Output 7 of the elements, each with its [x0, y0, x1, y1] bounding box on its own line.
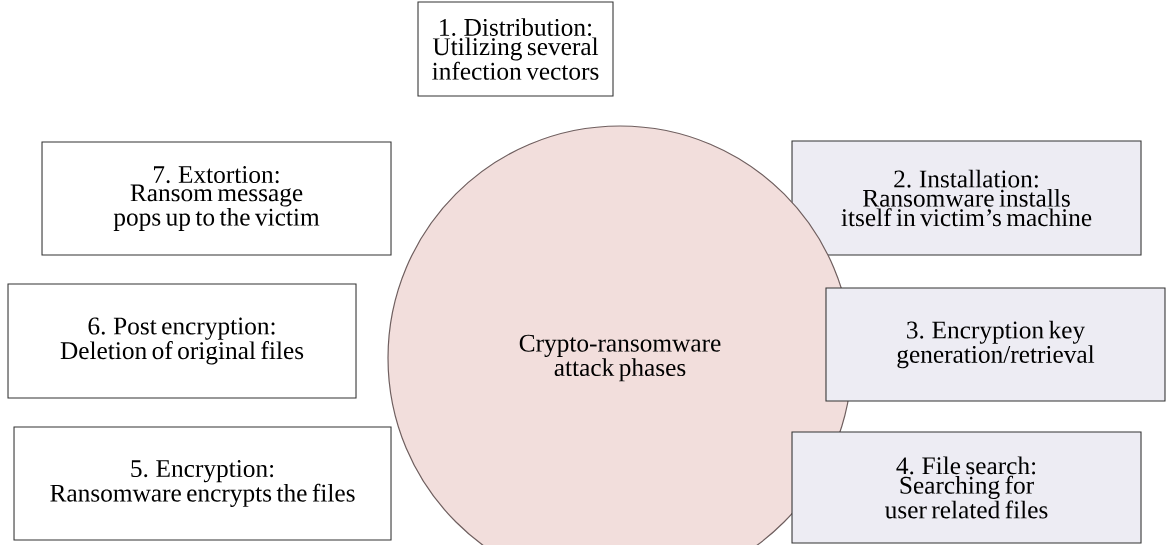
phase-box: 1. Distribution: Utilizing several infection vectors: [417, 1, 614, 97]
phase-box: 5. Encryption: Ransomware encrypts the files: [13, 426, 392, 541]
phase-box: 3. Encryption key generation/retrieval: [825, 287, 1166, 402]
phase-box: 4. File search: Searching for user related files: [791, 431, 1142, 544]
phase-box: 2. Installation: Ransomware installs itself in victim’s machine: [791, 140, 1142, 256]
phase-box: 7. Extortion: Ransom message pops up to the victim: [41, 141, 392, 256]
phase-box: 6. Post encryption: Deletion of original files: [7, 283, 357, 399]
